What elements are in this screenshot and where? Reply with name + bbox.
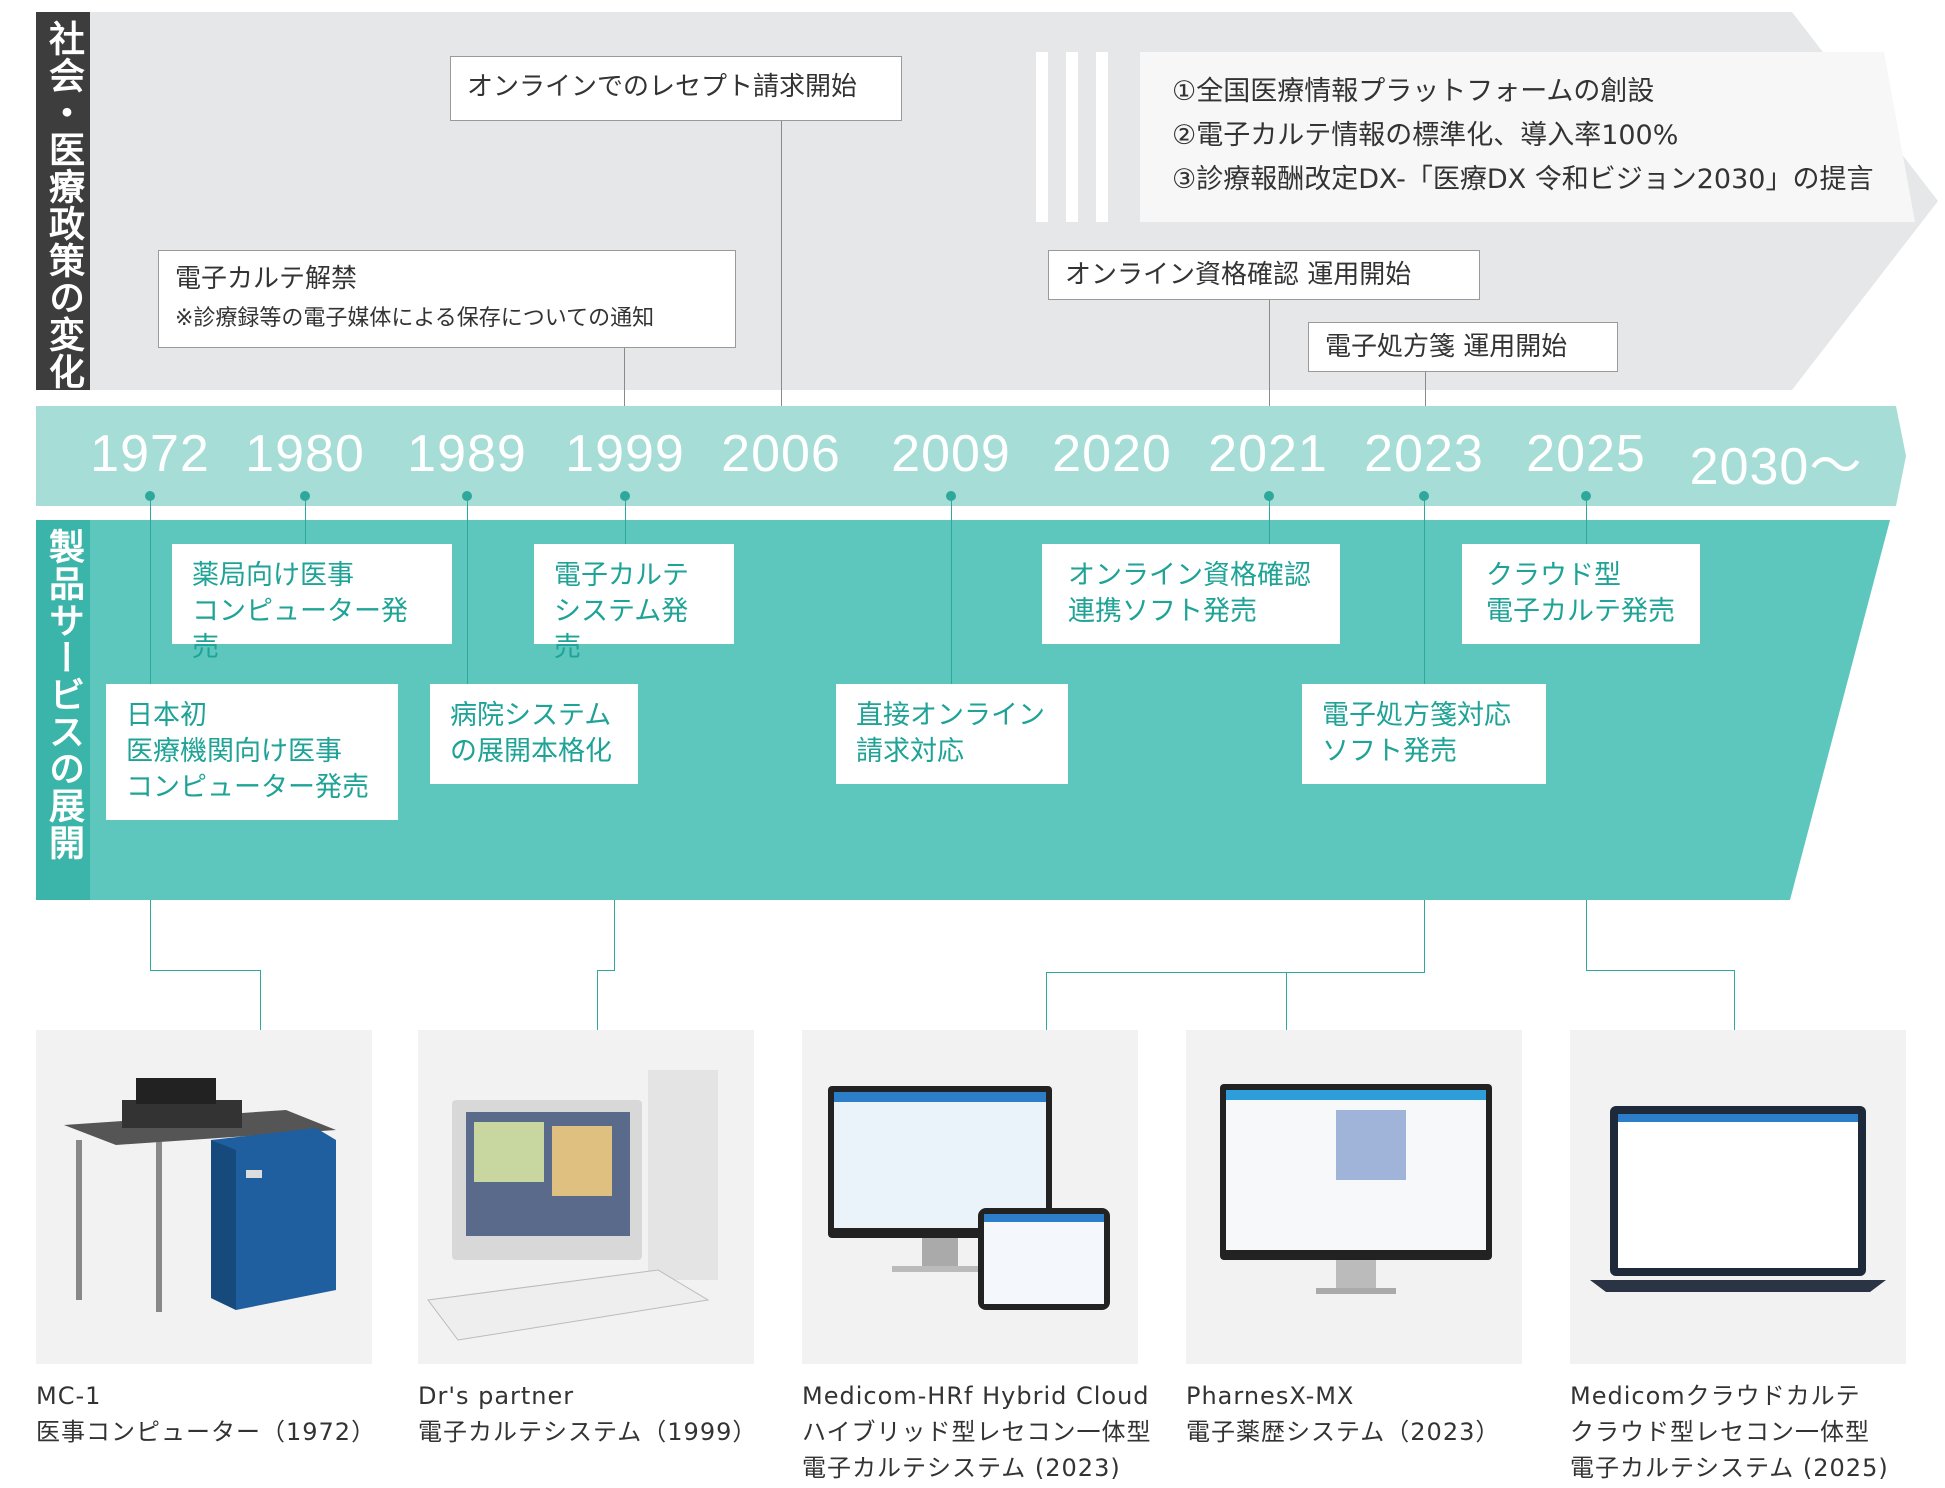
product-section-label: 製品サービスの展開 [36,520,90,900]
connector-line [1424,900,1425,972]
product-event-2025: クラウド型 電子カルテ発売 [1462,544,1700,644]
policy-section-label: 社会・医療政策の変化 [36,12,90,390]
connector-line [1286,972,1287,1030]
connector-line [624,348,625,416]
product-caption: Medicom-HRf Hybrid Cloud ハイブリッド型レセコン一体型 … [802,1382,1152,1482]
policy-event-note: ※診療録等の電子媒体による保存についての通知 [175,305,655,331]
product-caption: MC-1 医事コンピューター（1972） [36,1382,377,1446]
connector-line [1046,972,1425,973]
product-caption: Medicomクラウドカルテ クラウド型レセコン一体型 電子カルテシステム (2… [1570,1382,1889,1482]
year-label: 1999 [565,425,685,483]
policy-event-2006: オンラインでのレセプト請求開始 [450,56,902,121]
year-label: 2030〜 [1689,438,1863,496]
connector-line [1269,500,1270,546]
policy-event-text: 電子処方箋 運用開始 [1325,332,1568,362]
connector-line [305,500,306,546]
connector-line [260,970,261,1030]
year-label: 1989 [407,425,527,483]
connector-line [1586,900,1587,970]
timeline-dot [462,491,472,501]
timeline-dot [946,491,956,501]
year-label: 2020 [1052,425,1172,483]
product-event-2009: 直接オンライン 請求対応 [836,684,1068,784]
timeline-dot [145,491,155,501]
timeline-dot [1264,491,1274,501]
product-caption: Dr's partner 電子カルテシステム（1999） [418,1382,758,1446]
connector-line [614,900,615,970]
policy-event-title: 電子カルテ解禁 [175,264,358,294]
policy-event-2021: オンライン資格確認 運用開始 [1048,250,1480,300]
connector-line [1734,970,1735,1030]
connector-line [150,970,260,971]
vision-stripe [1036,52,1048,222]
vision-item: ①全国医療情報プラットフォームの創設 [1172,76,1655,107]
connector-line [781,120,782,416]
product-event-1989: 病院システム の展開本格化 [430,684,638,784]
policy-event-1999: 電子カルテ解禁 ※診療録等の電子媒体による保存についての通知 [158,250,736,348]
connector-line [1046,972,1047,1030]
year-label: 2006 [721,425,841,483]
year-label: 2009 [891,425,1011,483]
connector-line [625,500,626,546]
product-photo-medicom-hrf [802,1030,1138,1364]
product-event-1999: 電子カルテ システム発売 [534,544,734,663]
product-event-2023: 電子処方箋対応 ソフト発売 [1302,684,1546,784]
vision-item: ②電子カルテ情報の標準化、導入率100% [1172,120,1679,151]
product-photo-drs-partner [418,1030,754,1364]
vision-item: ③診療報酬改定DX-「医療DX 令和ビジョン2030」の提言 [1172,164,1874,195]
vision-stripe [1066,52,1078,222]
year-label: 2025 [1526,425,1646,483]
product-event-1980: 薬局向け医事 コンピューター発売 [172,544,452,663]
year-label: 1980 [245,425,365,483]
connector-line [150,500,151,686]
timeline-dot [1581,491,1591,501]
policy-event-text: オンラインでのレセプト請求開始 [467,72,858,102]
connector-line [467,500,468,686]
policy-event-text: オンライン資格確認 運用開始 [1065,260,1412,290]
year-label: 2021 [1208,425,1328,483]
product-photo-pharnesx-mx [1186,1030,1522,1364]
product-event-2021: オンライン資格確認 連携ソフト発売 [1042,544,1340,644]
product-caption: PharnesX-MX 電子薬歴システム（2023） [1186,1382,1501,1446]
year-band [36,406,1906,506]
product-photo-medicom-cloud [1570,1030,1906,1364]
connector-line [1586,500,1587,546]
vision-stripe [1096,52,1108,222]
year-label: 1972 [90,425,210,483]
connector-line [597,970,615,971]
product-event-1972: 日本初 医療機関向け医事 コンピューター発売 [106,684,398,820]
connector-line [597,970,598,1030]
connector-line [1424,500,1425,686]
connector-line [1586,970,1734,971]
connector-line [1425,370,1426,416]
timeline-dot [1419,491,1429,501]
timeline-dot [300,491,310,501]
timeline-dot [620,491,630,501]
product-photo-mc1 [36,1030,372,1364]
policy-event-2023: 電子処方箋 運用開始 [1308,322,1618,372]
connector-line [951,500,952,686]
connector-line [1269,298,1270,416]
connector-line [150,900,151,970]
vision-2030-box: ①全国医療情報プラットフォームの創設 ②電子カルテ情報の標準化、導入率100% … [1140,52,1915,222]
year-label: 2023 [1364,425,1484,483]
